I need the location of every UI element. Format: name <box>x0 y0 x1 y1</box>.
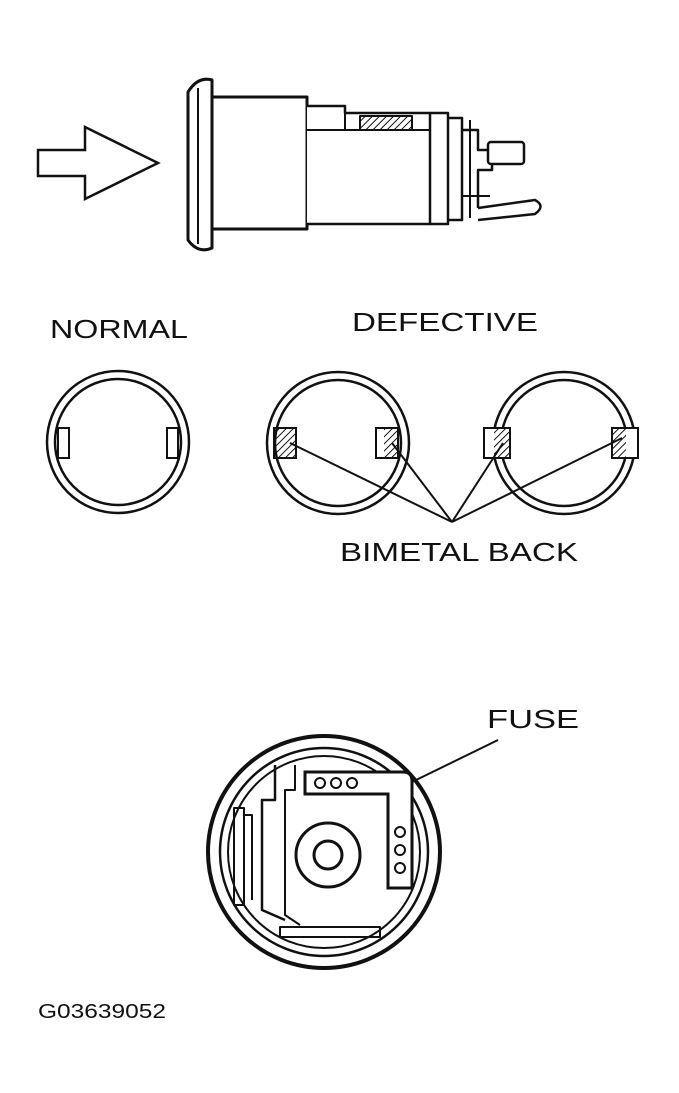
normal-label: NORMAL <box>50 314 188 344</box>
bimetal-back-left-1 <box>273 427 297 459</box>
defective-element-view-1 <box>265 370 411 516</box>
fuse-element <box>303 770 414 890</box>
fuse-label: FUSE <box>487 704 579 734</box>
normal-element-view <box>45 369 191 515</box>
insert-direction-arrow-icon <box>36 124 161 202</box>
defective-label: DEFECTIVE <box>352 307 538 337</box>
lighter-side-view <box>186 77 542 252</box>
fuse-leader-line <box>411 739 499 783</box>
bimetal-back-label: BIMETAL BACK <box>340 537 579 567</box>
figure-code: G03639052 <box>38 1001 166 1023</box>
bimetal-back-leader-lines <box>289 437 623 523</box>
lighter-rear-view <box>206 734 442 970</box>
defective-element-view-2 <box>483 370 639 516</box>
